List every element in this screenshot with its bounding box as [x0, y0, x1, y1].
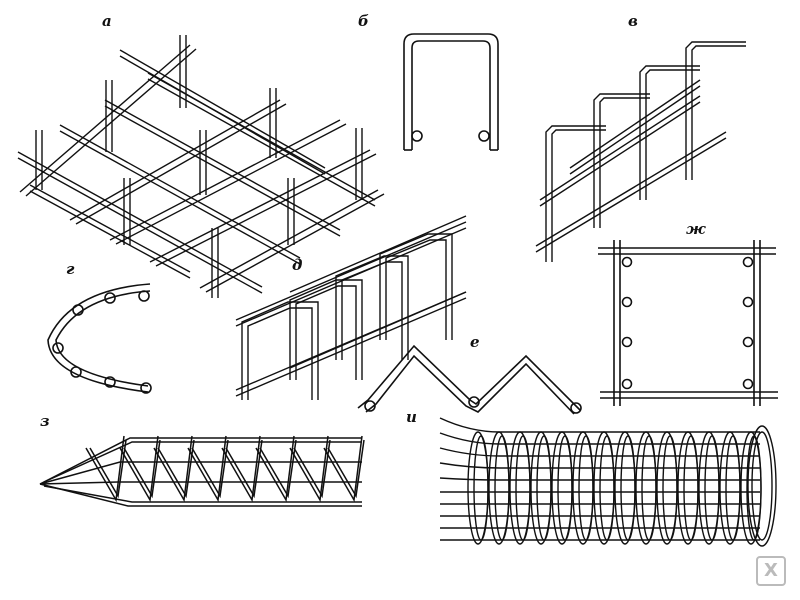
label-d: д	[292, 256, 303, 274]
figure-i-cylindrical-cage	[439, 417, 777, 547]
mesh-a-bars-direction-1	[17, 49, 376, 294]
spiral-turn	[662, 435, 678, 541]
spiral-turn	[255, 435, 295, 503]
spiral-turn	[153, 435, 193, 503]
spiral-turn	[289, 435, 329, 503]
spiral-turn	[187, 435, 227, 503]
label-zh: ж	[686, 220, 706, 238]
mesh-a-bars-direction-2	[19, 44, 385, 293]
cage-d-longitudinal-bars	[235, 215, 467, 397]
spiral-turn	[191, 439, 229, 499]
spiral-turn	[225, 439, 263, 499]
mesh-v-horizontal-bars	[535, 79, 727, 253]
spiral-turn	[157, 439, 195, 499]
spiral-turn	[620, 435, 636, 541]
longitudinal-bar	[439, 447, 760, 457]
figure-g-curved-bar	[47, 283, 152, 394]
mesh-v-vertical-bars-with-hooks	[545, 41, 746, 262]
cage-i-spiral	[467, 431, 762, 545]
mesh-a-vertical-studs	[35, 35, 363, 298]
label-a: а	[102, 12, 112, 30]
longitudinal-bar	[439, 417, 760, 433]
spiral-turn	[119, 435, 159, 503]
figure-z-conical-cage	[39, 435, 365, 507]
figure-b-u-stirrup	[403, 33, 499, 151]
figure-v-vertical-mesh	[535, 41, 746, 262]
label-i: и	[406, 408, 417, 426]
spiral-turn	[259, 439, 297, 499]
spiral-turn	[323, 435, 363, 503]
spiral-turn	[473, 435, 489, 541]
cage-d-stirrups	[241, 233, 453, 400]
spiral-turn	[725, 435, 741, 541]
cage-z-spiral	[85, 435, 365, 503]
spiral-turn	[599, 435, 615, 541]
longitudinal-bar	[439, 432, 760, 445]
spiral-turn	[85, 435, 125, 503]
spiral-turn	[293, 439, 331, 499]
spiral-turn	[536, 435, 552, 541]
spiral-turn	[557, 435, 573, 541]
spiral-turn	[641, 435, 657, 541]
longitudinal-bar	[439, 462, 760, 469]
spiral-turn	[515, 435, 531, 541]
label-b: б	[358, 12, 369, 30]
label-g: г	[66, 260, 75, 278]
figure-e-bent-bar	[357, 344, 582, 415]
figure-zh-flat-frame	[598, 240, 778, 406]
spiral-turn	[327, 439, 365, 499]
figure-d-spatial-cage	[235, 215, 467, 400]
figure-a-flat-mesh	[17, 35, 385, 298]
spiral-turn	[221, 435, 261, 503]
label-z: з	[40, 412, 50, 430]
spiral-turn	[683, 435, 699, 541]
spiral-turn	[578, 435, 594, 541]
spiral-turn	[494, 435, 510, 541]
spiral-turn	[89, 439, 127, 499]
label-e: е	[470, 333, 480, 351]
spiral-turn	[704, 435, 720, 541]
label-v: в	[628, 12, 638, 30]
spiral-turn	[123, 439, 161, 499]
watermark-logo: X	[756, 556, 786, 586]
